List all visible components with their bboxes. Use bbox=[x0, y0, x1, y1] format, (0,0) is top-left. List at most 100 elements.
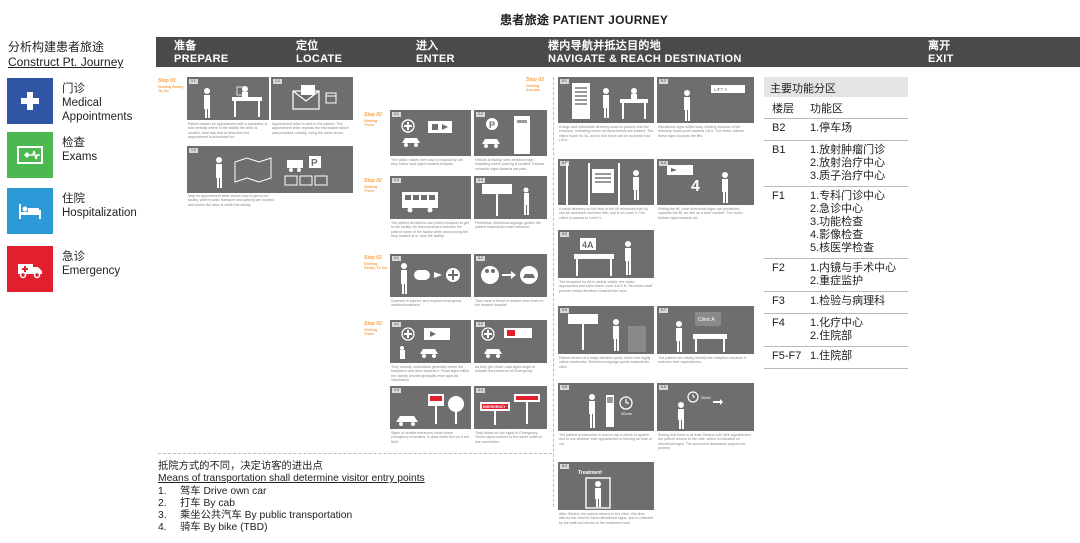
category-label-en: Exams bbox=[62, 151, 98, 163]
heart-monitor-icon bbox=[7, 132, 53, 178]
panel-caption: Signs at vehicle entrances show where em… bbox=[391, 431, 469, 444]
list-item: 2.打车 By cab bbox=[158, 498, 235, 509]
wait-time-text: 30min bbox=[621, 411, 632, 416]
list-item: 3.乘坐公共汽车 By public transportation bbox=[158, 510, 353, 521]
lift-sign-text: 4A bbox=[582, 240, 594, 250]
wait-time-text: 30min bbox=[701, 396, 711, 400]
category-hospitalization: 住院 Hospitalization bbox=[7, 188, 157, 236]
panel-caption: The patient is instructed in how to use … bbox=[559, 433, 652, 446]
category-label-zh: 急诊 bbox=[62, 251, 85, 263]
panel-caption: A large and noticeable directory board i… bbox=[559, 125, 654, 142]
panel-appointment-letter: 1.2 bbox=[271, 77, 353, 120]
panel-caption: As they get closer road signs begin to i… bbox=[475, 365, 535, 374]
panel-appointment-call: 1.1 bbox=[187, 77, 269, 120]
panel-check-in: 5.8 30min bbox=[558, 383, 654, 431]
panel-caption: After 30mins, the patient returns to the… bbox=[559, 512, 654, 525]
panel-parking-sign: 2.2 P bbox=[474, 110, 547, 156]
list-item: 1.驾车 Drive own car bbox=[158, 486, 267, 497]
emergency-sign-text: EMERGENCY bbox=[483, 405, 506, 409]
panel-location-map: 1.3 P bbox=[187, 146, 353, 193]
section-divider bbox=[553, 77, 554, 507]
transport-heading-zh: 抵院方式的不同，决定访客的进出点 bbox=[158, 461, 323, 472]
panel-exit-lift-signs: 5.4 4 bbox=[657, 159, 754, 205]
zone-table-header: 楼层 功能区 bbox=[764, 97, 908, 119]
svg-text:P: P bbox=[489, 120, 495, 130]
panel-caption: Appointment letter is sent to the patien… bbox=[272, 122, 349, 135]
panel-injured-person: 3.1 bbox=[390, 254, 471, 297]
panel-caption: Map on appointment letter shows how to g… bbox=[188, 194, 275, 207]
panel-drive-emergency: 4.1 bbox=[390, 320, 471, 363]
panel-clinic-reception: 5.7 Clinic A bbox=[657, 306, 754, 354]
panel-caption: Directional signs within easy viewing di… bbox=[658, 125, 744, 138]
zone-table-row: B2 1.停车场 bbox=[764, 119, 908, 141]
panel-caption: They follow on-site signs to Emergency. … bbox=[475, 431, 543, 444]
zone-table-row: F5-F7 1.住院部 bbox=[764, 347, 908, 369]
category-exams: 检查 Exams bbox=[7, 132, 157, 180]
panel-road-signs-emergency: 4.2 bbox=[474, 320, 547, 363]
panel-lift-directory: 5.3 bbox=[558, 159, 654, 205]
page-title: 患者旅途 PATIENT JOURNEY bbox=[500, 13, 669, 27]
category-label-zh: 检查 bbox=[62, 137, 85, 149]
transport-heading-en: Means of transportation shall determine … bbox=[158, 473, 425, 484]
category-medical-appointments: 门诊 Medical Appointments bbox=[7, 78, 157, 126]
panel-decision-point: 5.6 bbox=[558, 306, 654, 354]
lift-label-text: LIFT A bbox=[714, 87, 727, 92]
panel-caption: The reception for 4A is clearly visible;… bbox=[559, 280, 653, 293]
panel-public-transport: 2.3 bbox=[390, 176, 471, 219]
panel-caption: The patient can clearly identify the rec… bbox=[658, 356, 746, 365]
panel-caption: A person is injured, and requires emerge… bbox=[391, 299, 462, 308]
category-label-zh: 门诊 bbox=[62, 83, 85, 95]
hospital-bed-icon bbox=[7, 188, 53, 234]
transportation-note: 抵院方式的不同，决定访客的进出点 Means of transportation… bbox=[158, 461, 458, 534]
panel-pedestrian-signage: 2.4 bbox=[474, 176, 547, 219]
zone-table-row: F3 1.检验与病理科 bbox=[764, 292, 908, 314]
legend-heading-en: Construct Pt. Journey bbox=[8, 55, 124, 69]
panel-caption: Seeing that there is at least 30mins unt… bbox=[658, 433, 752, 450]
panel-directory-board: 5.1 bbox=[558, 77, 654, 123]
zone-table-title: 主要功能分区 bbox=[764, 77, 908, 97]
panel-caption: The visitor makes their way to hospital … bbox=[391, 158, 464, 167]
panel-treatment-room: 6.0 Treatment bbox=[558, 462, 654, 510]
category-label-en: Hospitalization bbox=[62, 207, 137, 219]
panel-drive-hospital: 2.1 bbox=[390, 110, 471, 156]
panel-cafe-wait: 5.9 30min bbox=[657, 383, 754, 431]
panel-follow-emergency-signs: 4.4 EMERGENCY bbox=[474, 386, 547, 429]
panel-lift-direction-signs: 5.2 LIFT A bbox=[657, 77, 754, 123]
ambulance-icon bbox=[7, 246, 53, 292]
legend-heading: 分析构建患者旅途 Construct Pt. Journey bbox=[8, 40, 123, 70]
transport-list: 1.驾车 Drive own car 2.打车 By cab 3.乘坐公共汽车 … bbox=[158, 486, 458, 534]
panel-caption: They have a friend or relative drive the… bbox=[475, 299, 544, 308]
category-label-en: Emergency bbox=[62, 265, 121, 277]
panel-caption: Pedestrian directional signage guides th… bbox=[475, 221, 541, 230]
category-emergency: 急诊 Emergency bbox=[7, 246, 157, 294]
treatment-sign-text: Treatment bbox=[578, 470, 602, 476]
svg-text:P: P bbox=[311, 158, 318, 169]
legend-heading-zh: 分析构建患者旅途 bbox=[8, 40, 105, 54]
panel-caption: Patient makes an appointment with a spec… bbox=[188, 122, 268, 139]
panel-caption: Exiting the lift, clear directional sign… bbox=[658, 207, 743, 220]
panel-emergency-entrance: 4.3 bbox=[390, 386, 471, 429]
floor-number-text: 4 bbox=[691, 178, 700, 195]
panel-caption: Patient arrives at a major decision poin… bbox=[559, 356, 651, 369]
medical-cross-icon bbox=[7, 78, 53, 124]
category-label-en: Medical Appointments bbox=[62, 97, 133, 123]
category-label-zh: 住院 bbox=[62, 193, 85, 205]
panel-caption: Vehicle at facility, sees entrance sign … bbox=[475, 158, 545, 171]
